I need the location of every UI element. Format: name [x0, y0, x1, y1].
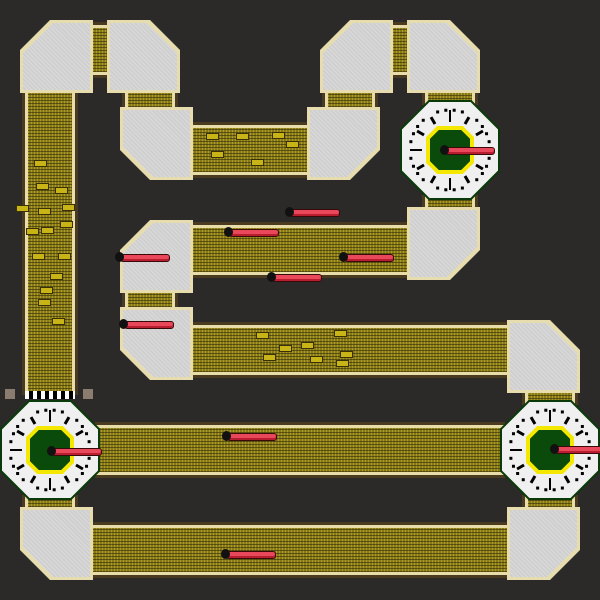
chip-pickup-icon — [236, 133, 249, 140]
room-floor — [307, 107, 380, 180]
chip-pickup-icon — [50, 273, 63, 280]
chip-pickup-icon — [251, 159, 264, 166]
laser-beam-icon — [440, 145, 495, 155]
post-marker — [5, 389, 15, 399]
laser-beam-icon — [119, 319, 174, 329]
room-floor — [120, 307, 193, 380]
chip-pickup-icon — [272, 132, 285, 139]
chip-pickup-icon — [256, 332, 269, 339]
corridor — [325, 90, 375, 110]
chip-pickup-icon — [286, 141, 299, 148]
room-floor — [107, 20, 180, 93]
room-floor — [507, 320, 580, 393]
chip-pickup-icon — [334, 330, 347, 337]
corridor — [90, 525, 510, 575]
chip-pickup-icon — [55, 187, 68, 194]
room-floor — [120, 107, 193, 180]
laser-beam-icon — [550, 444, 600, 454]
corridor — [125, 290, 175, 310]
chip-pickup-icon — [36, 183, 49, 190]
chip-pickup-icon — [16, 205, 29, 212]
chip-pickup-icon — [62, 204, 75, 211]
chip-pickup-icon — [52, 318, 65, 325]
room-floor — [407, 20, 480, 93]
chip-pickup-icon — [336, 360, 349, 367]
laser-beam-icon — [339, 252, 394, 262]
laser-beam-icon — [115, 252, 170, 262]
chip-pickup-icon — [279, 345, 292, 352]
chip-pickup-icon — [34, 160, 47, 167]
chip-pickup-icon — [32, 253, 45, 260]
chip-pickup-icon — [340, 351, 353, 358]
corridor — [125, 90, 175, 110]
corridor — [90, 25, 110, 75]
room-floor — [407, 207, 480, 280]
post-marker — [83, 389, 93, 399]
chip-pickup-icon — [211, 151, 224, 158]
laser-beam-icon — [267, 272, 322, 282]
corridor — [390, 25, 410, 75]
laser-beam-icon — [47, 446, 102, 456]
chip-pickup-icon — [41, 227, 54, 234]
chip-pickup-icon — [206, 133, 219, 140]
corridor — [190, 325, 510, 375]
laser-beam-icon — [285, 207, 340, 217]
chip-pickup-icon — [40, 287, 53, 294]
room-floor — [20, 20, 93, 93]
chip-pickup-icon — [60, 221, 73, 228]
chip-pickup-icon — [310, 356, 323, 363]
chip-pickup-icon — [38, 299, 51, 306]
chip-pickup-icon — [38, 208, 51, 215]
chip-pickup-icon — [26, 228, 39, 235]
chip-pickup-icon — [58, 253, 71, 260]
chip-pickup-icon — [301, 342, 314, 349]
laser-beam-icon — [222, 431, 277, 441]
laser-beam-icon — [224, 227, 279, 237]
corridor — [95, 425, 505, 475]
room-floor — [20, 507, 93, 580]
chip-pickup-icon — [263, 354, 276, 361]
corridor — [190, 225, 410, 275]
room-floor — [507, 507, 580, 580]
checkered-gate — [25, 391, 75, 399]
corridor — [25, 90, 75, 395]
room-floor — [320, 20, 393, 93]
laser-beam-icon — [221, 549, 276, 559]
